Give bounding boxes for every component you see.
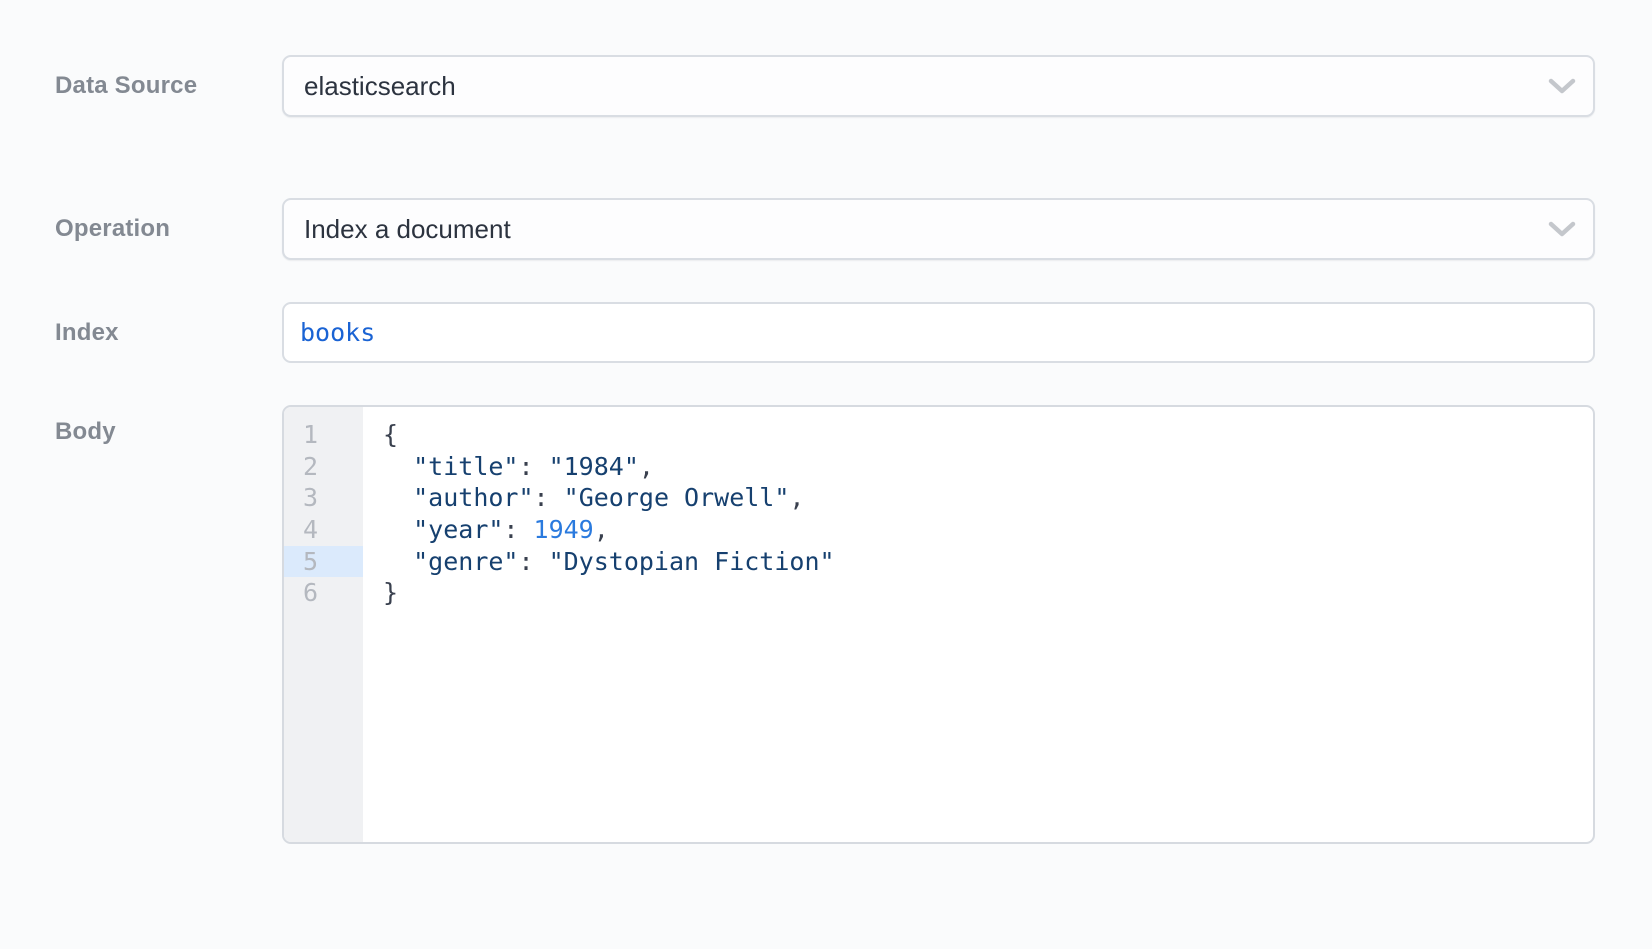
- line-number: 2: [302, 451, 318, 481]
- field-row-operation: Operation Index a document: [0, 198, 1652, 260]
- node-parameters-panel: Data Source elasticsearch Operation Inde…: [0, 55, 1652, 949]
- field-row-index: Index: [0, 302, 1652, 363]
- code-line: {: [383, 420, 399, 449]
- chevron-down-icon: [1548, 78, 1576, 94]
- chevron-down-icon: [1548, 221, 1576, 237]
- operation-select[interactable]: Index a document: [282, 198, 1595, 260]
- code-line: "author": "George Orwell",: [413, 483, 805, 513]
- data-source-select[interactable]: elasticsearch: [282, 55, 1595, 117]
- body-label: Body: [55, 418, 116, 445]
- data-source-selected-value: elasticsearch: [304, 70, 456, 101]
- index-input[interactable]: [282, 302, 1595, 363]
- line-number: 1: [302, 420, 318, 449]
- data-source-label: Data Source: [55, 72, 198, 99]
- code-line: "genre": "Dystopian Fiction": [413, 546, 835, 576]
- index-label: Index: [55, 318, 119, 346]
- line-number: 6: [302, 578, 318, 608]
- operation-label: Operation: [55, 215, 171, 242]
- code-line: "title": "1984",: [413, 451, 654, 481]
- code-line: }: [383, 578, 399, 608]
- line-number: 4: [302, 515, 318, 545]
- operation-selected-value: Index a document: [304, 213, 511, 244]
- field-row-data-source: Data Source elasticsearch: [0, 55, 1652, 117]
- editor-code-content: { "title": "1984", "author": "George Orw…: [363, 407, 1593, 842]
- line-number: 3: [302, 483, 318, 513]
- code-line: "year": 1949,: [413, 515, 609, 545]
- line-number: 5: [284, 545, 363, 578]
